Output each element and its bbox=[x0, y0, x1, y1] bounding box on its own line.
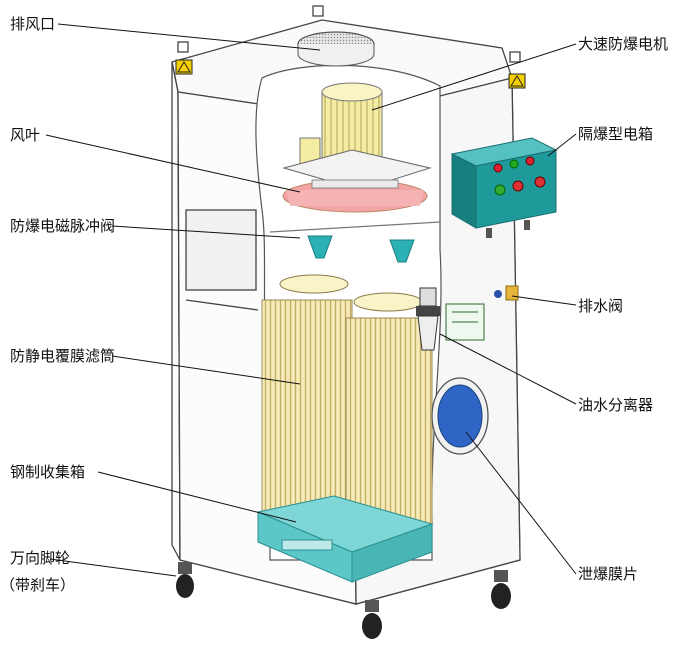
oil-water-separator bbox=[416, 287, 485, 351]
label-pulse-valve: 防爆电磁脉冲阀 bbox=[10, 217, 116, 235]
pulse-valves bbox=[269, 221, 441, 263]
explosion-vent bbox=[431, 377, 489, 455]
label-exhaust-outlet: 排风口 bbox=[10, 15, 56, 33]
label-fan-blade: 风叶 bbox=[10, 126, 41, 144]
fan-blade bbox=[282, 179, 428, 213]
motor bbox=[282, 82, 432, 191]
label-caster-note: （带刹车） bbox=[0, 576, 76, 594]
label-drain-valve: 排水阀 bbox=[578, 297, 624, 315]
label-oil-water-separator: 油水分离器 bbox=[578, 396, 654, 414]
label-filter-cartridge: 防静电覆膜滤筒 bbox=[10, 347, 116, 365]
warning-sign-icon bbox=[175, 59, 526, 89]
label-explosion-vent: 泄爆膜片 bbox=[578, 565, 639, 583]
label-caster: 万向脚轮 bbox=[10, 549, 71, 567]
collection-box bbox=[256, 495, 434, 583]
casters bbox=[176, 562, 511, 639]
electric-box bbox=[450, 137, 558, 238]
label-motor: 大速防爆电机 bbox=[578, 35, 669, 53]
filter-cartridges bbox=[261, 274, 433, 525]
label-collection-box: 钢制收集箱 bbox=[10, 463, 86, 481]
leader-lines bbox=[45, 23, 577, 577]
label-electric-box: 隔爆型电箱 bbox=[578, 125, 654, 143]
